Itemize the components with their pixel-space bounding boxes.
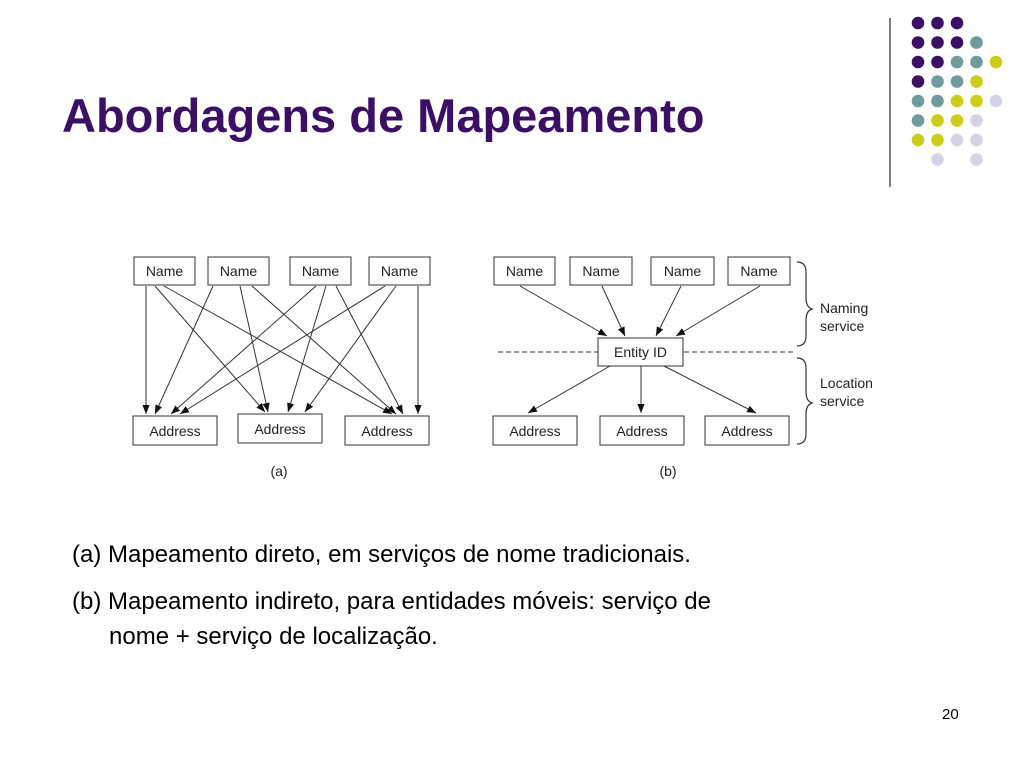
mapping-diagram: Name Name Name Name Address Address Addr… bbox=[132, 256, 873, 479]
decorative-dot bbox=[950, 16, 964, 30]
entity-id-box: Entity ID bbox=[597, 337, 684, 367]
svg-text:Address: Address bbox=[149, 423, 200, 439]
decorative-dot bbox=[950, 75, 964, 88]
diagram-a-address-box: Address bbox=[344, 415, 430, 446]
decorative-dot bbox=[931, 133, 944, 147]
decorative-dot bbox=[970, 133, 983, 147]
svg-text:Name: Name bbox=[664, 263, 702, 279]
decorative-dot bbox=[931, 55, 944, 69]
decorative-dot bbox=[931, 153, 944, 166]
location-service-label: Location bbox=[820, 375, 873, 391]
decorative-dot bbox=[970, 55, 983, 69]
svg-text:Entity ID: Entity ID bbox=[614, 344, 667, 360]
diagram-a-name-box: Name bbox=[368, 256, 431, 286]
decorative-dot bbox=[911, 133, 925, 147]
decorative-dot bbox=[931, 16, 944, 30]
diagram-a-name-box: Name bbox=[207, 256, 270, 286]
caption-line-b-continued: nome + serviço de localização. bbox=[109, 623, 438, 650]
decorative-dot bbox=[970, 153, 983, 166]
svg-text:Name: Name bbox=[582, 263, 620, 279]
caption-line-a: (a) Mapeamento direto, em serviços de no… bbox=[72, 541, 691, 568]
diagram-b-name-box: Name bbox=[650, 256, 715, 286]
svg-text:Address: Address bbox=[509, 423, 560, 439]
svg-text:Name: Name bbox=[302, 263, 340, 279]
decorative-dot bbox=[931, 94, 944, 108]
diagram-b-address-box: Address bbox=[704, 415, 790, 446]
decorative-dot-grid bbox=[889, 16, 1003, 187]
decorative-dot bbox=[911, 36, 925, 49]
svg-text:Address: Address bbox=[616, 423, 667, 439]
svg-text:Name: Name bbox=[146, 263, 184, 279]
svg-text:Address: Address bbox=[361, 423, 412, 439]
svg-text:Name: Name bbox=[506, 263, 544, 279]
diagram-b-name-box: Name bbox=[727, 256, 791, 286]
decorative-dot bbox=[989, 94, 1003, 108]
diagram-a-address-box: Address bbox=[132, 415, 218, 446]
decorative-dot bbox=[970, 36, 983, 49]
page-title: Abordagens de Mapeamento bbox=[62, 89, 705, 142]
diagram-b-address-box: Address bbox=[599, 415, 685, 446]
svg-text:Name: Name bbox=[740, 263, 778, 279]
decorative-dot bbox=[950, 55, 964, 69]
diagram-a: Name Name Name Name Address Address Addr… bbox=[132, 256, 431, 479]
decorative-dot bbox=[989, 55, 1003, 69]
diagram-a-caption: (a) bbox=[270, 463, 287, 479]
location-service-label: service bbox=[820, 393, 865, 409]
decorative-dot bbox=[911, 55, 925, 69]
decorative-dot bbox=[911, 75, 925, 88]
naming-service-brace bbox=[796, 261, 814, 347]
decorative-dot bbox=[911, 16, 925, 30]
decorative-dot bbox=[931, 75, 944, 88]
caption-line-b: (b) Mapeamento indireto, para entidades … bbox=[72, 588, 711, 615]
decorative-dot bbox=[931, 114, 944, 127]
decorative-dot bbox=[950, 114, 964, 127]
diagram-b-caption: (b) bbox=[659, 463, 676, 479]
decorative-dot bbox=[911, 114, 925, 127]
svg-text:Address: Address bbox=[721, 423, 772, 439]
page-number: 20 bbox=[942, 706, 959, 723]
location-service-brace bbox=[796, 357, 814, 445]
naming-service-label: Naming bbox=[820, 300, 868, 316]
decorative-dot bbox=[950, 36, 964, 49]
decorative-dot bbox=[911, 94, 925, 108]
diagram-b-address-box: Address bbox=[492, 415, 578, 446]
decorative-dot bbox=[950, 94, 964, 108]
diagram-b-name-box: Name bbox=[493, 256, 556, 286]
svg-text:Name: Name bbox=[220, 263, 258, 279]
naming-service-label: service bbox=[820, 318, 865, 334]
diagram-a-name-box: Name bbox=[289, 256, 352, 286]
diagram-a-address-box: Address bbox=[237, 413, 323, 444]
decorative-dot bbox=[970, 75, 983, 88]
decorative-dot bbox=[931, 36, 944, 49]
decorative-dot bbox=[970, 94, 983, 108]
diagram-a-name-box: Name bbox=[133, 256, 196, 286]
diagram-b: Name Name Name Name Entity ID Address Ad… bbox=[492, 256, 873, 479]
svg-text:Address: Address bbox=[254, 421, 305, 437]
decorative-dot bbox=[970, 114, 983, 127]
svg-text:Name: Name bbox=[381, 263, 419, 279]
decorative-dot bbox=[950, 133, 964, 147]
diagram-b-name-box: Name bbox=[569, 256, 633, 286]
